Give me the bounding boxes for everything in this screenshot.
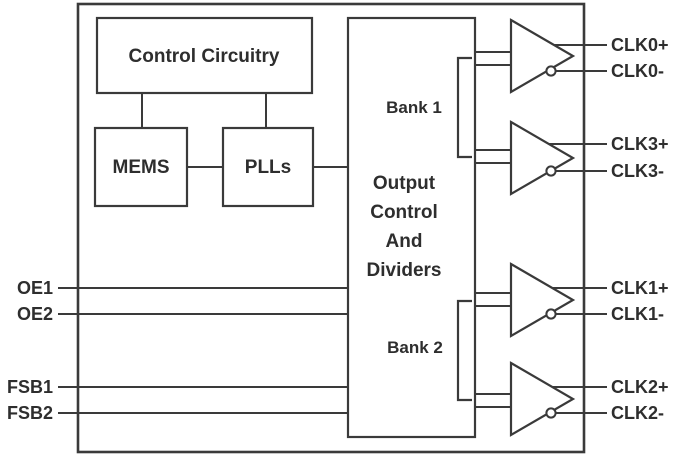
pin-label-fsb1: FSB1 <box>7 377 53 397</box>
clk1-output-buffer <box>475 262 607 338</box>
control-circuitry-box <box>95 16 314 95</box>
pin-label-clk3-minus: CLK3- <box>611 161 664 181</box>
control-circuitry-label: Control Circuitry <box>129 46 280 67</box>
output-control-label-line2: Control <box>370 202 438 223</box>
pin-label-oe2: OE2 <box>17 304 53 324</box>
clk3-buffer-triangle-icon <box>509 120 576 196</box>
pin-label-clk0-minus: CLK0- <box>611 61 664 81</box>
pin-label-clk0-plus: CLK0+ <box>611 35 669 55</box>
mems-box <box>93 126 189 208</box>
clk1-buffer-triangle-icon <box>509 262 576 338</box>
pin-label-clk3-plus: CLK3+ <box>611 134 669 154</box>
clk2-inversion-bubble-icon <box>545 407 557 419</box>
plls-box <box>221 126 315 208</box>
clk3-inversion-bubble-icon <box>545 165 557 177</box>
bank2-label: Bank 2 <box>387 338 443 357</box>
output-control-label-line1: Output <box>373 173 436 194</box>
clk0-output-buffer <box>475 18 607 94</box>
bank1-bracket <box>456 56 472 159</box>
clk1-inversion-bubble-icon <box>545 308 557 320</box>
clk2-buffer-triangle-icon <box>509 361 576 437</box>
plls-label: PLLs <box>245 157 291 178</box>
pin-label-fsb2: FSB2 <box>7 403 53 423</box>
output-control-label-line3: And <box>386 231 423 252</box>
output-control-label-line4: Dividers <box>367 260 442 281</box>
output-control-box <box>346 16 477 439</box>
bank1-label: Bank 1 <box>386 98 442 117</box>
clk2-output-buffer <box>475 361 607 437</box>
pin-label-clk1-plus: CLK1+ <box>611 278 669 298</box>
clk0-inversion-bubble-icon <box>545 65 557 77</box>
mems-label: MEMS <box>113 157 170 178</box>
clk0-buffer-triangle-icon <box>509 18 576 94</box>
pin-label-clk2-minus: CLK2- <box>611 403 664 423</box>
clk3-output-buffer <box>475 120 607 196</box>
pin-label-clk2-plus: CLK2+ <box>611 377 669 397</box>
pin-label-clk1-minus: CLK1- <box>611 304 664 324</box>
bank2-bracket <box>456 299 472 402</box>
pin-label-oe1: OE1 <box>17 278 53 298</box>
